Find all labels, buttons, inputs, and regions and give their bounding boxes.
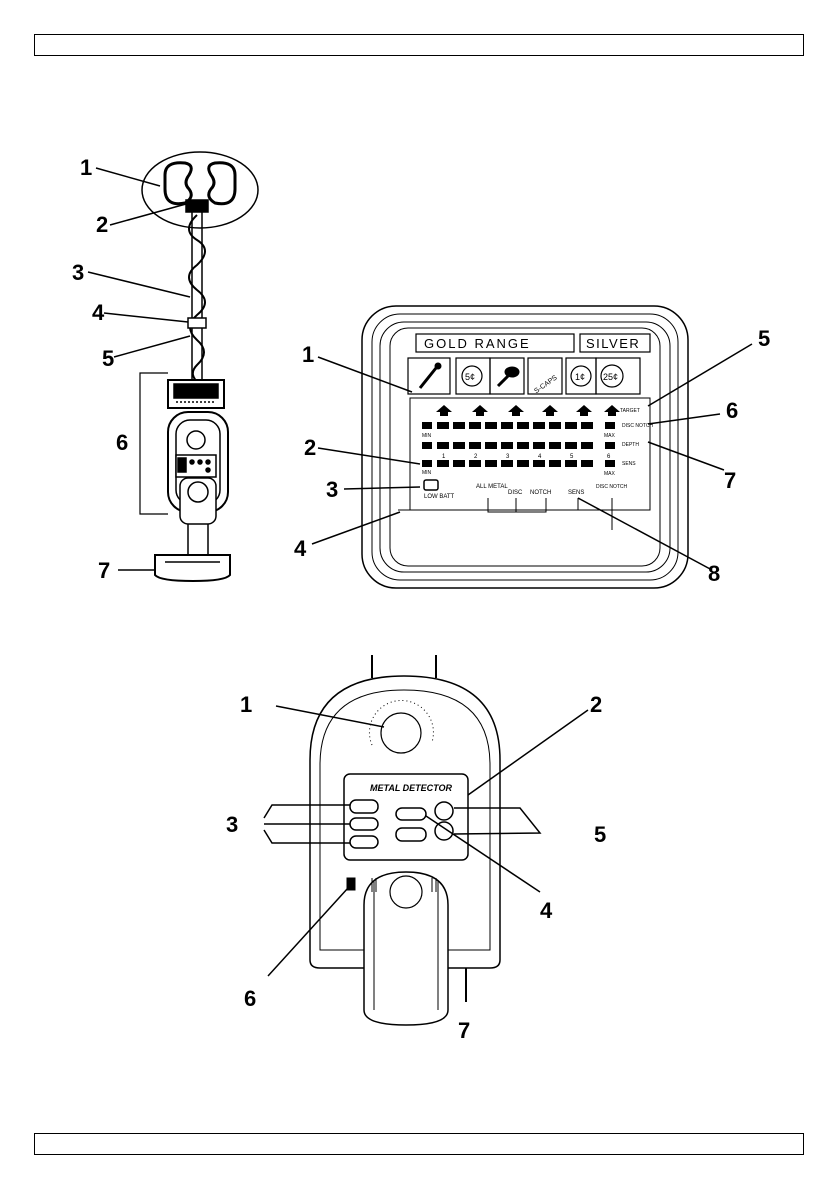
- depth-segments: [422, 442, 615, 449]
- min-label-1: MIN: [422, 433, 432, 439]
- sens-label: SENS: [622, 461, 636, 467]
- gold-range-label: GOLD RANGE: [424, 336, 531, 351]
- fig2-callout-5: 5: [758, 326, 770, 351]
- depth-number-3: 3: [506, 454, 510, 460]
- fig1-callout-4: 4: [92, 300, 105, 325]
- fig1-callout-5: 5: [102, 346, 114, 371]
- fig3-callout-6: 6: [244, 986, 256, 1011]
- quarter-text: 25¢: [603, 372, 618, 382]
- figure-2-display: [312, 306, 752, 588]
- sens-button: [396, 828, 426, 841]
- search-coil: [142, 152, 258, 228]
- disc-notch-label: DISC NOTCH: [622, 423, 654, 429]
- sens-bottom-label: SENS: [568, 490, 584, 496]
- fig2-callout-2: 2: [304, 435, 316, 460]
- figure-3-control-housing: [264, 655, 588, 1025]
- fig2-callout-4: 4: [294, 536, 307, 561]
- low-batt-indicator: [424, 480, 438, 490]
- bracket-6: [140, 373, 168, 514]
- fig2-callout-7: 7: [724, 468, 736, 493]
- min-label-2: MIN: [422, 470, 432, 476]
- all-metal-label: ALL METAL: [476, 484, 508, 490]
- figure-3-text: METAL DETECTOR: [370, 783, 453, 793]
- sens-segments: [422, 460, 615, 467]
- arm-rest: [180, 478, 216, 524]
- fig1-callout-1: 1: [80, 155, 92, 180]
- max-label-1: MAX: [604, 433, 616, 439]
- pull-tab-icon: [498, 367, 519, 386]
- arm-rest-cup: [364, 872, 448, 1025]
- fig3-callout-1: 1: [240, 692, 252, 717]
- depth-number-1: 1: [442, 454, 446, 460]
- fig2-callout-6: 6: [726, 398, 738, 423]
- target-label: TARGET: [620, 408, 640, 414]
- coil-bracket: [186, 200, 208, 212]
- disc-button: [350, 818, 378, 830]
- handle-foot: [155, 555, 230, 581]
- fig3-callout-2: 2: [590, 692, 602, 717]
- caps-text: S-CAPS: [533, 374, 559, 395]
- disc-notch-bottom-label: DISC NOTCH: [596, 484, 628, 490]
- max-label-2: MAX: [604, 471, 616, 477]
- depth-number-5: 5: [570, 454, 574, 460]
- metal-detector-title: METAL DETECTOR: [370, 783, 453, 793]
- notch-label: NOTCH: [530, 490, 551, 496]
- depth-number-6: 6: [607, 454, 611, 460]
- nail-icon: [420, 363, 441, 388]
- fig2-callout-3: 3: [326, 477, 338, 502]
- stem-lock: [188, 318, 206, 328]
- fig2-callout-1: 1: [302, 342, 314, 367]
- fig3-callout-3: 3: [226, 812, 238, 837]
- figure-2-text: GOLD RANGE SILVER 5¢ S-CAPS 1¢ 25¢ TARGE…: [422, 336, 654, 500]
- fig1-callout-7: 7: [98, 558, 110, 583]
- depth-number-4: 4: [538, 454, 542, 460]
- up-touchpad: [435, 802, 453, 820]
- figure-1-callouts: 1 2 3 4 5 6 7: [72, 155, 128, 583]
- disc-notch-segments: [422, 422, 615, 429]
- notch-button: [350, 836, 378, 848]
- silver-label: SILVER: [586, 336, 640, 351]
- all-metal-button: [350, 800, 378, 813]
- five-cent-text: 5¢: [465, 372, 475, 382]
- low-batt-label: LOW BATT: [424, 494, 455, 500]
- depth-label: DEPTH: [622, 442, 639, 448]
- fig3-callout-4: 4: [540, 898, 553, 923]
- one-cent-text: 1¢: [575, 372, 585, 382]
- fig1-callout-6: 6: [116, 430, 128, 455]
- volume-knob: [381, 713, 421, 753]
- fig2-callout-8: 8: [708, 561, 720, 586]
- fig3-callout-7: 7: [458, 1018, 470, 1043]
- fig1-callout-3: 3: [72, 260, 84, 285]
- target-arrows: [436, 405, 620, 416]
- fig1-callout-2: 2: [96, 212, 108, 237]
- depth-number-2: 2: [474, 454, 478, 460]
- pinpoint-button: [396, 808, 426, 820]
- fig3-callout-5: 5: [594, 822, 606, 847]
- disc-label: DISC: [508, 490, 523, 496]
